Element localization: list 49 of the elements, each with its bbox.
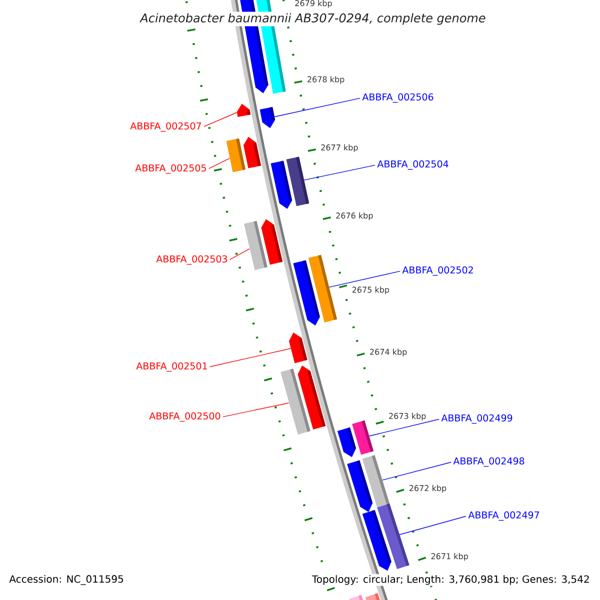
gene-label: ABBFA_002503	[156, 255, 228, 265]
leader-line	[274, 98, 360, 118]
gene-block	[260, 106, 276, 128]
gene-block	[308, 254, 338, 323]
gene-label: ABBFA_002498	[453, 457, 524, 467]
leader-line	[399, 516, 466, 535]
leader-line	[210, 348, 292, 368]
tick-label: 2673 kbp	[389, 412, 426, 421]
tick-label: 2676 kbp	[336, 212, 373, 220]
leader-line	[230, 248, 250, 260]
gene-label: ABBFA_002499	[441, 414, 512, 424]
leader-line	[208, 158, 230, 169]
gene-block	[362, 455, 390, 508]
tick-label: 2674 kbp	[370, 348, 407, 356]
tick-label: 2672 kbp	[409, 484, 446, 493]
gene-block	[352, 420, 374, 455]
leader-line	[222, 402, 290, 418]
gene-label: ABBFA_002506	[362, 93, 434, 103]
gene-block	[298, 366, 326, 430]
gene-block	[337, 427, 356, 458]
leader-line	[204, 112, 238, 127]
gene-label: ABBFA_002502	[402, 266, 473, 276]
leader-line	[382, 462, 452, 480]
gene-label: ABBFA_002504	[377, 160, 448, 170]
leader-line	[328, 270, 400, 288]
gene-block	[286, 156, 310, 206]
gene-block	[377, 504, 410, 570]
title: Acinetobacter baumannii AB307-0294, complete genome	[138, 12, 488, 26]
gene-label: ABBFA_002505	[135, 164, 206, 174]
gene-label: ABBFA_002507	[130, 122, 201, 132]
tick-label: 2677 kbp	[321, 144, 358, 152]
gene-block	[236, 104, 251, 118]
leader-line	[304, 164, 376, 180]
accession-text: Accession: NC_011595	[8, 574, 125, 586]
gene-block	[365, 593, 380, 600]
gene-block	[243, 136, 261, 168]
gene-label: ABBFA_002501	[136, 362, 207, 372]
tick-label: 2671 kbp	[431, 553, 468, 561]
gene-block	[226, 138, 246, 172]
gene-block	[261, 219, 283, 265]
tick-label: 2678 kbp	[308, 76, 344, 84]
gene-label: ABBFA_002500	[149, 412, 220, 422]
gene-label: ABBFA_002497	[468, 511, 540, 521]
gene-block	[288, 332, 308, 364]
tick-label: 2679 kbp	[295, 0, 332, 8]
genome-info-text: Topology: circular; Length: 3,760,981 bp; Genes: 3,542	[310, 574, 591, 586]
tick-label: 2675 kbp	[352, 286, 390, 294]
gene-block	[348, 594, 364, 600]
leader-line	[368, 418, 440, 436]
